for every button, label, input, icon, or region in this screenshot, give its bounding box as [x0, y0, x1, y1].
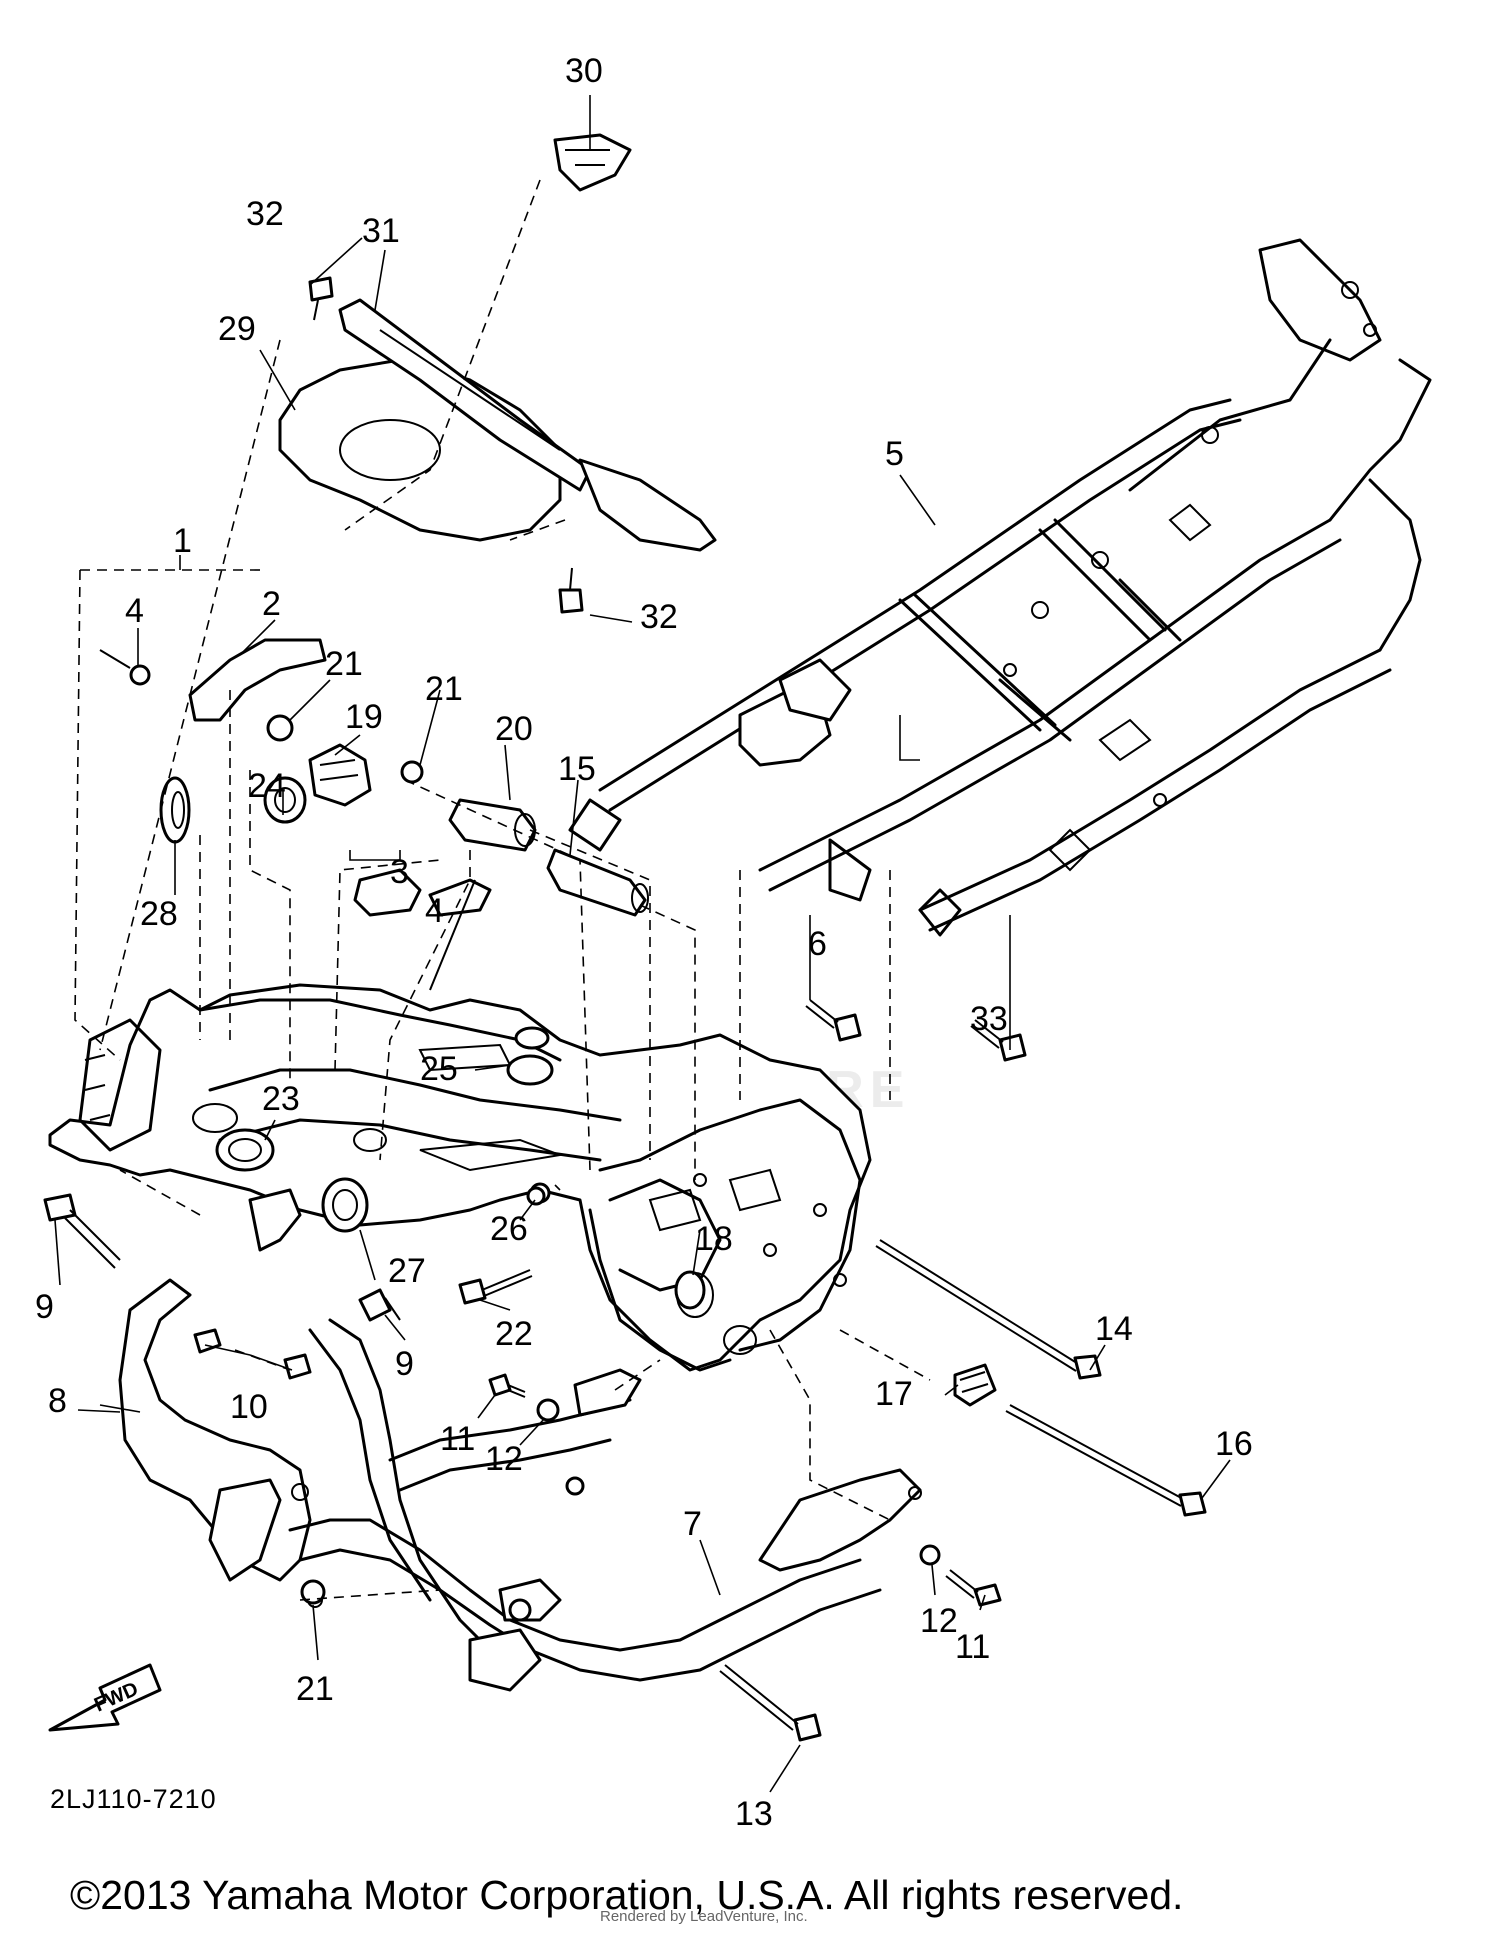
rear-subframe-drawing: [568, 238, 1432, 937]
part-label-23: 23: [262, 1080, 300, 1118]
part-label-3: 3: [390, 853, 409, 891]
part-label-21-upper-center: 21: [425, 670, 463, 708]
part-label-19: 19: [345, 698, 383, 736]
part-label-12-left: 12: [485, 1440, 523, 1478]
part-label-21-lower: 21: [296, 1670, 334, 1708]
part-label-30: 30: [565, 52, 603, 90]
main-frame-drawing: [48, 983, 872, 1372]
part-label-25: 25: [420, 1050, 458, 1088]
part-label-15: 15: [558, 750, 596, 788]
lower-cradle-drawing: [118, 1278, 922, 1692]
part-number-labels: 1 2 3 4 4 5 6 7 8 9 9 10 11 11 12 12 13 …: [35, 52, 1253, 1833]
part-label-14: 14: [1095, 1310, 1133, 1348]
part-label-32-bottom: 32: [640, 598, 678, 636]
part-label-26: 26: [490, 1210, 528, 1248]
part-label-4-left: 4: [125, 592, 144, 630]
part-label-28: 28: [140, 895, 178, 933]
part-label-2: 2: [262, 585, 281, 623]
part-label-32-top: 32: [246, 195, 284, 233]
part-label-31: 31: [362, 212, 400, 250]
leader-lines: [54, 95, 1231, 1793]
part-label-29: 29: [218, 310, 256, 348]
copyright-notice: ©2013 Yamaha Motor Corporation, U.S.A. A…: [70, 1872, 1184, 1918]
part-label-5: 5: [885, 435, 904, 473]
part-label-18: 18: [695, 1220, 733, 1258]
part-label-20: 20: [495, 710, 533, 748]
part-label-16: 16: [1215, 1425, 1253, 1463]
part-label-22: 22: [495, 1315, 533, 1353]
part-label-33: 33: [970, 1000, 1008, 1038]
part-label-8: 8: [48, 1382, 67, 1420]
part-label-6: 6: [808, 925, 827, 963]
part-label-12-right: 12: [920, 1602, 958, 1640]
part-label-10: 10: [230, 1388, 268, 1426]
part-label-1: 1: [173, 522, 192, 560]
part-label-24: 24: [248, 767, 286, 805]
top-cover-drawing: [278, 133, 717, 614]
part-label-11-right: 11: [955, 1628, 990, 1666]
watermark-footer: Rendered by LeadVenture, Inc.: [600, 1908, 808, 1925]
part-label-13: 13: [735, 1795, 773, 1833]
part-label-27: 27: [388, 1252, 426, 1290]
part-label-21-upper-left: 21: [325, 645, 363, 683]
forward-direction-arrow: FWD: [48, 1663, 162, 1732]
part-label-9-center: 9: [395, 1345, 414, 1383]
part-label-4-center: 4: [425, 892, 444, 930]
hardware-drawing: [43, 999, 1207, 1742]
part-label-17: 17: [875, 1375, 913, 1413]
upper-small-parts: [99, 638, 649, 991]
part-label-11-left: 11: [440, 1420, 475, 1458]
drawing-code: 2LJ110-7210: [50, 1784, 217, 1814]
part-label-9-left: 9: [35, 1288, 54, 1326]
part-label-7: 7: [683, 1505, 702, 1543]
